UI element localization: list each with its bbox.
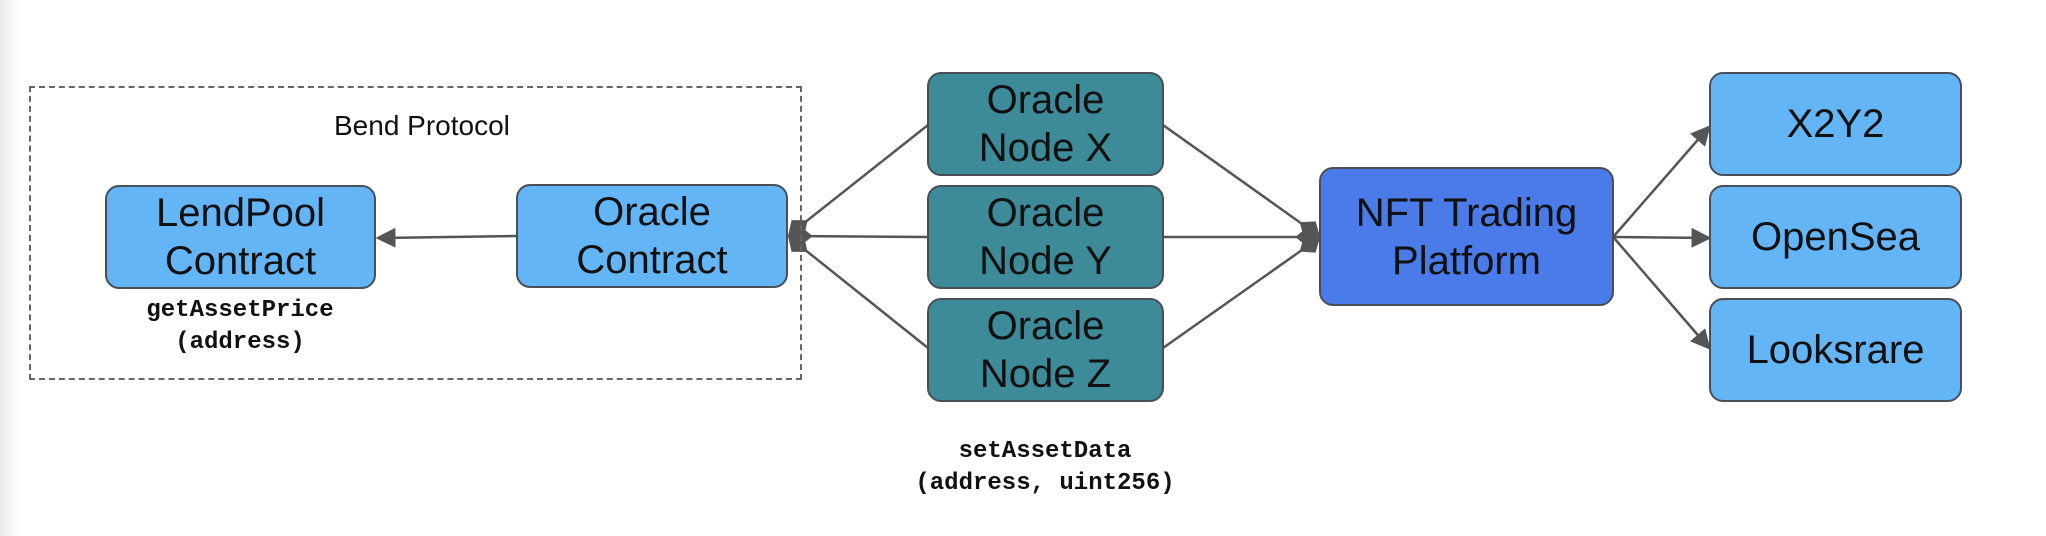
arrow-nodez-to-platform — [1162, 236, 1321, 350]
arrow-nodez-to-oracle — [788, 236, 929, 349]
arrow-platform-to-opensea — [1613, 227, 1712, 248]
arrow-oracle-to-lendpool — [375, 227, 519, 248]
arrow-platform-to-looksrare — [1613, 237, 1711, 350]
bend-protocol-group — [29, 86, 802, 380]
arrow-platform-to-x2y2 — [1613, 125, 1711, 237]
arrow-nodex-to-oracle — [788, 124, 929, 236]
oracle-node-y: Oracle Node Y — [927, 185, 1164, 289]
x2y2-node: X2Y2 — [1709, 72, 1962, 176]
opensea-node: OpenSea — [1709, 185, 1962, 289]
left-edge-shade — [0, 0, 20, 536]
oracle-contract-node: Oracle Contract — [516, 184, 788, 288]
arrow-nodex-to-platform — [1162, 123, 1321, 238]
arrow-nodey-to-oracle — [787, 226, 929, 247]
bend-protocol-label: Bend Protocol — [334, 110, 510, 141]
set-asset-data-label: setAssetData (address, uint256) — [915, 438, 1175, 497]
lendpool-contract-node: LendPool Contract — [105, 185, 376, 289]
looksrare-node: Looksrare — [1709, 298, 1962, 402]
get-asset-price-label: getAssetPrice (address) — [146, 297, 334, 356]
oracle-node-x: Oracle Node X — [927, 72, 1164, 176]
oracle-node-z: Oracle Node Z — [927, 298, 1164, 402]
nft-trading-platform-node: NFT Trading Platform — [1319, 167, 1614, 306]
